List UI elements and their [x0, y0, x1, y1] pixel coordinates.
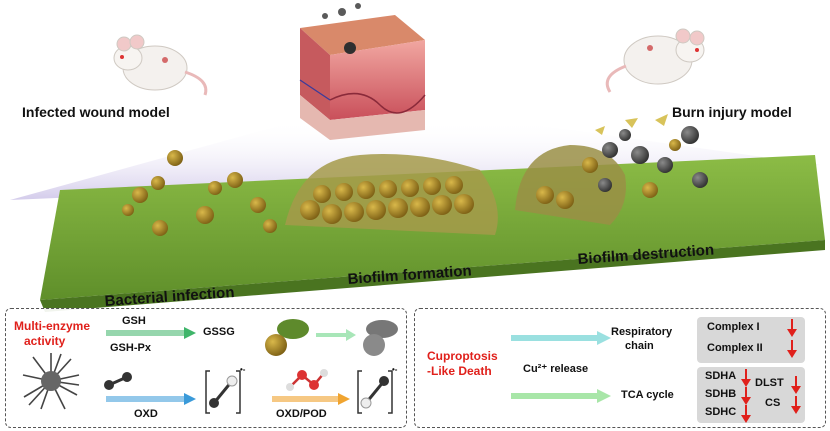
- label-sdha: SDHA: [705, 370, 737, 382]
- superscript-radical-2: •-: [392, 365, 398, 374]
- biofilm-destroyed-mound: [515, 114, 708, 225]
- down-arrow-sdhb-icon: [741, 387, 751, 405]
- down-arrow-dlst-icon: [791, 376, 801, 394]
- respiratory-arrow-icon: [511, 331, 611, 345]
- tca-enzyme-box: [697, 367, 805, 423]
- multi-enzyme-title-line1: Multi-enzyme: [14, 319, 91, 333]
- label-oxd: OXD: [134, 408, 158, 420]
- bacteria-pair-icon: [265, 319, 309, 356]
- mouse-right-icon: [605, 28, 705, 93]
- label-sdhb: SDHB: [705, 388, 737, 400]
- cuproptosis-title-line2: -Like Death: [427, 364, 492, 378]
- label-respiratory-line1: Respiratory: [611, 326, 673, 338]
- label-oxd-pod: OXD/POD: [276, 408, 327, 420]
- skin-tissue-block: [299, 3, 426, 140]
- down-arrow-sdhc-icon: [741, 405, 751, 423]
- label-gsh: GSH: [122, 315, 146, 327]
- down-arrow-cs-icon: [791, 396, 801, 414]
- label-infected-wound-model: Infected wound model: [22, 104, 170, 120]
- complex-box: [697, 317, 805, 363]
- oxygen-molecule-icon: [104, 372, 132, 390]
- gsh-arrow-icon: [106, 327, 196, 339]
- superscript-radical: •-: [240, 365, 246, 374]
- label-gssg: GSSG: [203, 326, 235, 338]
- nanozyme-particle-icon: [22, 353, 80, 410]
- hydroxyl-radical-icon: [357, 370, 393, 414]
- down-arrow-complex2-icon: [787, 340, 797, 358]
- mouse-left-icon: [113, 34, 208, 96]
- label-cu-release: Cu²⁺ release: [523, 363, 589, 375]
- tca-arrow-icon: [511, 389, 611, 403]
- cuproptosis-panel: Cuproptosis -Like Death Cu²⁺ release Res…: [414, 308, 826, 428]
- label-tca-cycle: TCA cycle: [621, 389, 674, 401]
- kill-arrow-icon: [316, 329, 356, 341]
- label-sdhc: SDHC: [705, 406, 737, 418]
- hydrogen-peroxide-icon: [286, 369, 328, 391]
- label-respiratory-line2: chain: [625, 340, 654, 352]
- cuproptosis-title-line1: Cuproptosis: [427, 349, 498, 363]
- label-dlst: DLST: [755, 377, 784, 389]
- label-burn-injury-model: Burn injury model: [672, 104, 792, 120]
- bacteria-cluster: [122, 150, 277, 236]
- superoxide-icon: [205, 370, 241, 414]
- down-arrow-complex1-icon: [787, 319, 797, 337]
- down-arrow-sdha-icon: [741, 369, 751, 387]
- label-complex-1: Complex I: [707, 321, 760, 333]
- label-complex-2: Complex II: [707, 342, 763, 354]
- biofilm-mound: [285, 154, 498, 235]
- dead-bacteria-icon: [363, 320, 398, 356]
- label-cs: CS: [765, 397, 781, 409]
- oxd-arrow-icon: [106, 393, 196, 405]
- multi-enzyme-panel: Multi-enzyme activity GSH GSH-Px GSSG: [5, 308, 407, 428]
- label-gsh-px: GSH-Px: [110, 342, 151, 354]
- multi-enzyme-title-line2: activity: [24, 334, 66, 348]
- oxd-pod-arrow-icon: [272, 393, 350, 405]
